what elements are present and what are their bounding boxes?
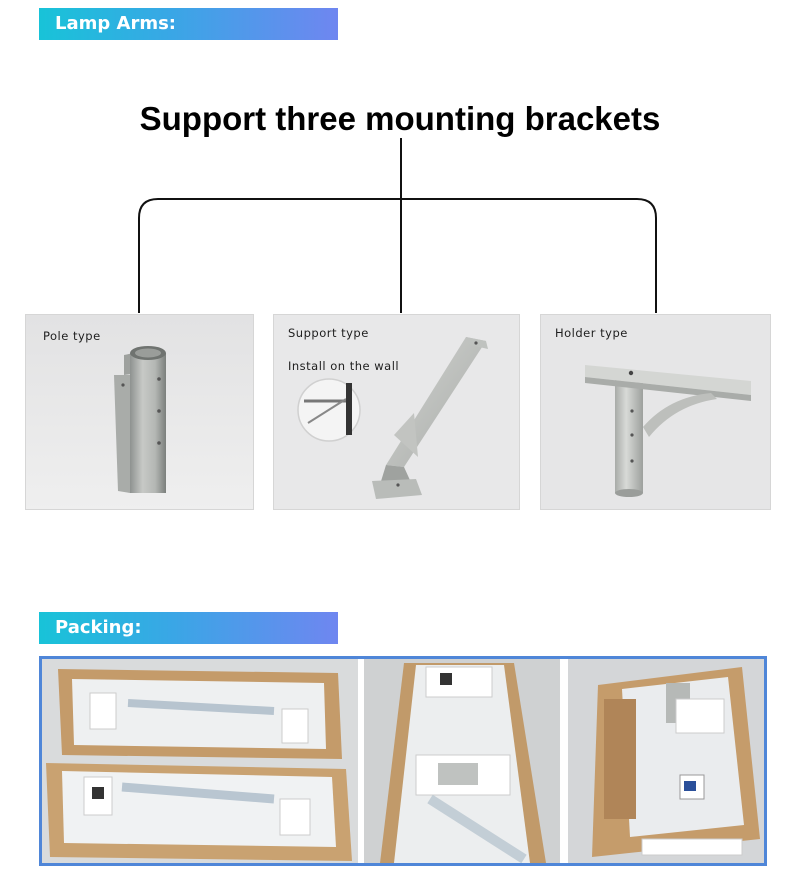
- packing-photo-narrow-box: [364, 659, 560, 863]
- install-on-wall-note: Install on the wall: [288, 359, 400, 373]
- holder-type-label: Holder type: [555, 326, 628, 340]
- lamp-arms-banner: Lamp Arms:: [39, 8, 338, 40]
- lamp-arms-title: Lamp Arms:: [55, 13, 176, 34]
- pole-type-card: Pole type: [25, 314, 254, 510]
- support-type-label: Support type: [288, 326, 369, 340]
- packing-photo-arm-box: [568, 659, 764, 863]
- support-bracket-image: [274, 315, 519, 509]
- holder-bracket-image: [541, 315, 770, 509]
- packing-photos-frame: [39, 656, 767, 866]
- support-type-card: Support type Install on the wall: [273, 314, 520, 510]
- holder-type-card: Holder type: [540, 314, 771, 510]
- pole-bracket-image: [26, 315, 253, 509]
- pole-type-label: Pole type: [43, 329, 101, 343]
- bracket-connector-lines: [138, 138, 657, 313]
- packing-banner: Packing:: [39, 612, 338, 644]
- headline: Support three mounting brackets: [139, 100, 661, 137]
- packing-title: Packing:: [55, 617, 142, 638]
- packing-photo-two-boxes: [42, 659, 358, 863]
